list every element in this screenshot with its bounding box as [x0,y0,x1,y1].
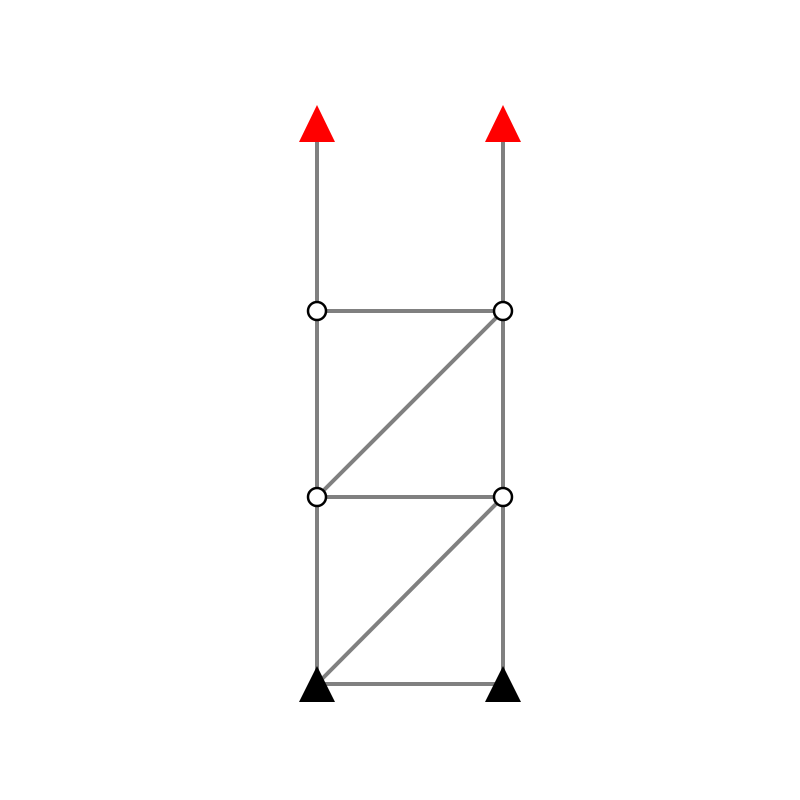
support-triangle-icon [299,666,335,702]
loads-layer [299,105,521,311]
joint-circle-icon [306,300,328,322]
load-arrow-icon [485,105,521,142]
joint-circle-icon [492,486,514,508]
load-arrow-icon [299,105,335,142]
truss-member-n1-n4 [315,495,505,686]
joint-circle-icon [492,300,514,322]
members-layer [315,309,505,686]
joints-layer [306,300,514,508]
support-triangle-icon [485,666,521,702]
supports-layer [299,666,521,702]
truss-member-n3-n6 [315,309,505,499]
joint-circle-icon [306,486,328,508]
